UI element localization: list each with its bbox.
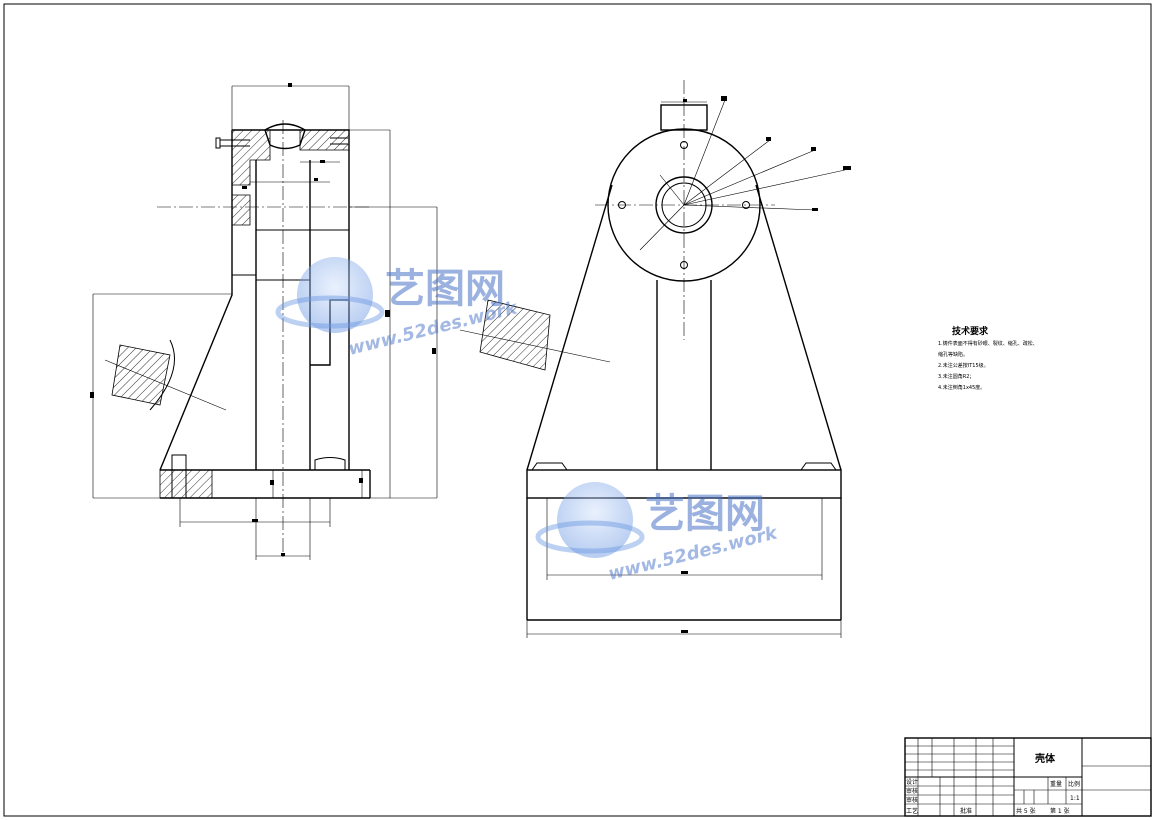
watermark-bottom: 艺图网 www.52des.work: [535, 482, 780, 585]
watermark-brand: 艺图网: [385, 266, 505, 312]
tb-weight: 重量: [1050, 780, 1062, 788]
tb-total-sheets: 共 5 张: [1016, 807, 1036, 815]
tb-process: 工艺: [906, 807, 918, 815]
title-block: 设计 审核 审核 工艺 批准 壳体 重量 比例 1:1 共 5 张 第 1 张: [904, 737, 1152, 817]
tech-req-line-2: 缩孔等缺陷。: [938, 351, 968, 358]
tb-designed: 设计: [906, 778, 918, 786]
tb-checked: 审核: [906, 787, 918, 795]
tb-sheet-no: 第 1 张: [1050, 807, 1070, 815]
tech-req-line-1: 1.铸件表面不得有砂眼、裂纹、缩孔、疏松、: [938, 340, 1038, 347]
tb-scale: 1:1: [1070, 795, 1080, 802]
tb-approve: 批准: [960, 807, 972, 815]
right-front-view: [459, 80, 851, 638]
tech-req-title: 技术要求: [952, 325, 989, 337]
tech-req-line-5: 4.未注倒角1x45度。: [938, 384, 985, 391]
tb-scale-label: 比例: [1068, 780, 1080, 788]
technical-requirements: 技术要求 1.铸件表面不得有砂眼、裂纹、缩孔、疏松、 缩孔等缺陷。 2.未注公差…: [938, 325, 1038, 391]
tb-part-name: 壳体: [1034, 752, 1056, 765]
tb-audit: 审核: [906, 796, 918, 804]
tech-req-line-3: 2.未注公差按IT15级。: [938, 362, 989, 369]
left-section-view: [90, 83, 438, 560]
tech-req-line-4: 3.未注圆角R2；: [938, 373, 974, 380]
watermark-brand-2: 艺图网: [645, 491, 765, 537]
sheet-border: [3, 3, 1152, 817]
